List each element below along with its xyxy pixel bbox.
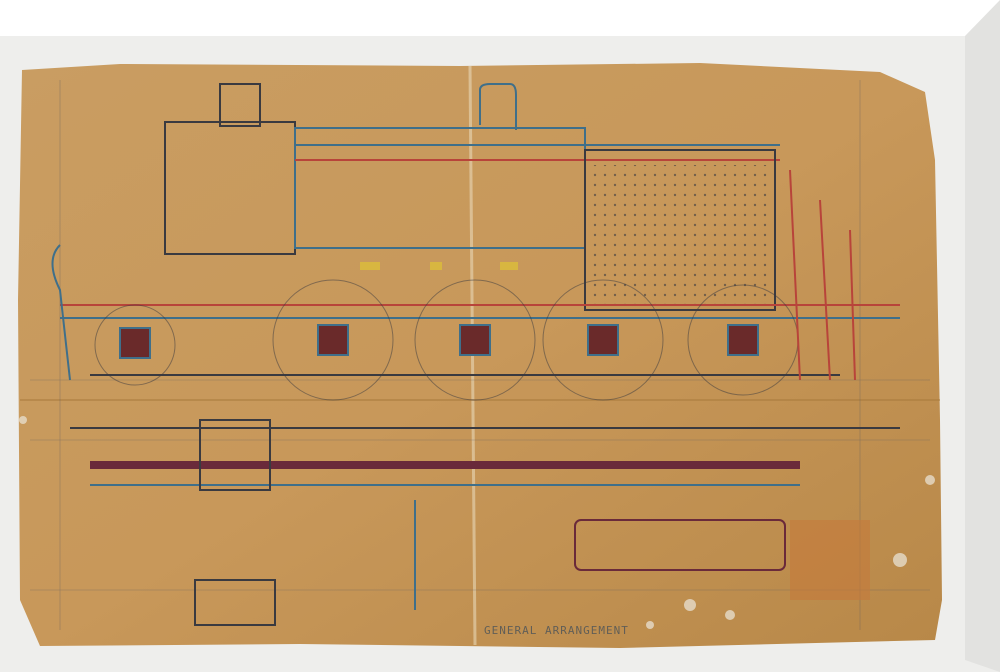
paper-wear-patches [19, 416, 935, 629]
frame-top-edge [0, 0, 1000, 36]
frame-right-edge [965, 0, 1000, 672]
locomotive-plan-view [70, 419, 900, 626]
drawing-caption: GENERAL ARRANGEMENT [484, 624, 629, 637]
locomotive-side-elevation [51, 83, 900, 401]
